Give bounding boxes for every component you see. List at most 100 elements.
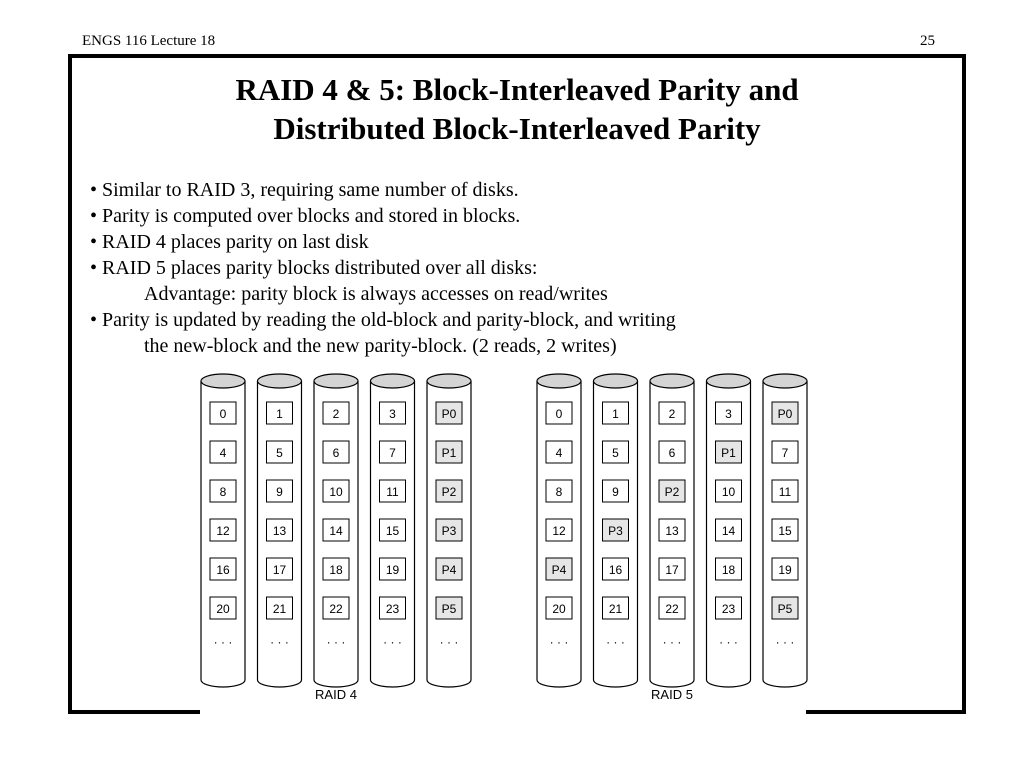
block-label: 6 (333, 446, 340, 460)
data-block (322, 479, 350, 503)
data-block (545, 440, 573, 464)
block-label: P1 (442, 446, 457, 460)
block-label: 3 (389, 407, 396, 421)
slide-title-line-2: Distributed Block-Interleaved Parity (273, 111, 761, 146)
data-block (545, 596, 573, 620)
ellipsis-label: · · · (440, 635, 459, 649)
block-label: 1 (276, 407, 283, 421)
bullet-continuation: Advantage: parity block is always access… (144, 283, 608, 305)
block-label: 14 (329, 524, 343, 538)
block-label: 18 (329, 563, 343, 577)
disk-top (426, 373, 472, 389)
bullet-item: • Parity is updated by reading the old-b… (90, 309, 676, 331)
ellipsis-label: · · · (663, 635, 682, 649)
data-block (379, 479, 406, 503)
data-block (209, 440, 237, 464)
block-label: 20 (216, 602, 230, 616)
data-block (545, 401, 573, 425)
block-label: 10 (722, 485, 736, 499)
block-label: 21 (273, 602, 287, 616)
data-block (209, 401, 237, 425)
block-label: 22 (329, 602, 343, 616)
block-label: 16 (216, 563, 230, 577)
block-label: 23 (722, 602, 736, 616)
block-label: 8 (220, 485, 227, 499)
disk-top (200, 373, 246, 389)
ellipsis-label: · · · (327, 635, 346, 649)
data-block (322, 518, 350, 542)
block-label: 2 (669, 407, 676, 421)
data-block (715, 401, 742, 425)
data-block (209, 557, 237, 581)
data-block (715, 518, 742, 542)
block-label: 12 (216, 524, 230, 538)
bullet-item: • RAID 4 places parity on last disk (90, 231, 369, 253)
block-label: 11 (779, 485, 792, 499)
slide-title: RAID 4 & 5: Block-Interleaved Parity and… (72, 70, 962, 148)
parity-block (545, 557, 573, 581)
block-label: 5 (612, 446, 619, 460)
bullet-item: • Similar to RAID 3, requiring same numb… (90, 179, 519, 201)
disk-top (313, 373, 359, 389)
block-label: 12 (552, 524, 566, 538)
data-block (771, 557, 799, 581)
block-label: 6 (669, 446, 676, 460)
block-label: 22 (665, 602, 679, 616)
raid-group-label: RAID 5 (651, 687, 693, 702)
data-block (602, 440, 629, 464)
block-label: 8 (556, 485, 563, 499)
ellipsis-label: · · · (214, 635, 233, 649)
block-label: 19 (778, 563, 792, 577)
data-block (715, 479, 742, 503)
data-block (322, 596, 350, 620)
data-block (658, 440, 686, 464)
parity-block (435, 440, 463, 464)
data-block (266, 596, 293, 620)
data-block (379, 440, 406, 464)
block-label: P3 (442, 524, 457, 538)
block-label: 23 (386, 602, 400, 616)
block-label: 9 (612, 485, 619, 499)
disk-top (649, 373, 695, 389)
data-block (266, 479, 293, 503)
data-block (545, 479, 573, 503)
data-block (545, 518, 573, 542)
block-label: P5 (442, 602, 457, 616)
bullet-continuation: the new-block and the new parity-block. … (144, 335, 617, 357)
course-header: ENGS 116 Lecture 18 (82, 33, 216, 49)
data-block (658, 596, 686, 620)
block-label: 1 (612, 407, 619, 421)
block-label: 11 (386, 485, 399, 499)
bullet-item: • RAID 5 places parity blocks distribute… (90, 257, 538, 279)
parity-block (435, 557, 463, 581)
data-block (209, 479, 237, 503)
data-block (266, 401, 293, 425)
data-block (771, 479, 799, 503)
ellipsis-label: · · · (550, 635, 569, 649)
data-block (209, 596, 237, 620)
data-block (715, 596, 742, 620)
slide-frame: RAID 4 & 5: Block-Interleaved Parity and… (68, 54, 966, 714)
block-label: 7 (389, 446, 396, 460)
data-block (266, 518, 293, 542)
block-label: 0 (556, 407, 563, 421)
block-label: 10 (329, 485, 343, 499)
block-label: 21 (609, 602, 623, 616)
slide-title-line-1: RAID 4 & 5: Block-Interleaved Parity and (235, 72, 799, 107)
data-block (771, 440, 799, 464)
parity-block (435, 596, 463, 620)
disk-top (256, 373, 303, 389)
block-label: 15 (386, 524, 400, 538)
data-block (379, 518, 406, 542)
block-label: 19 (386, 563, 400, 577)
